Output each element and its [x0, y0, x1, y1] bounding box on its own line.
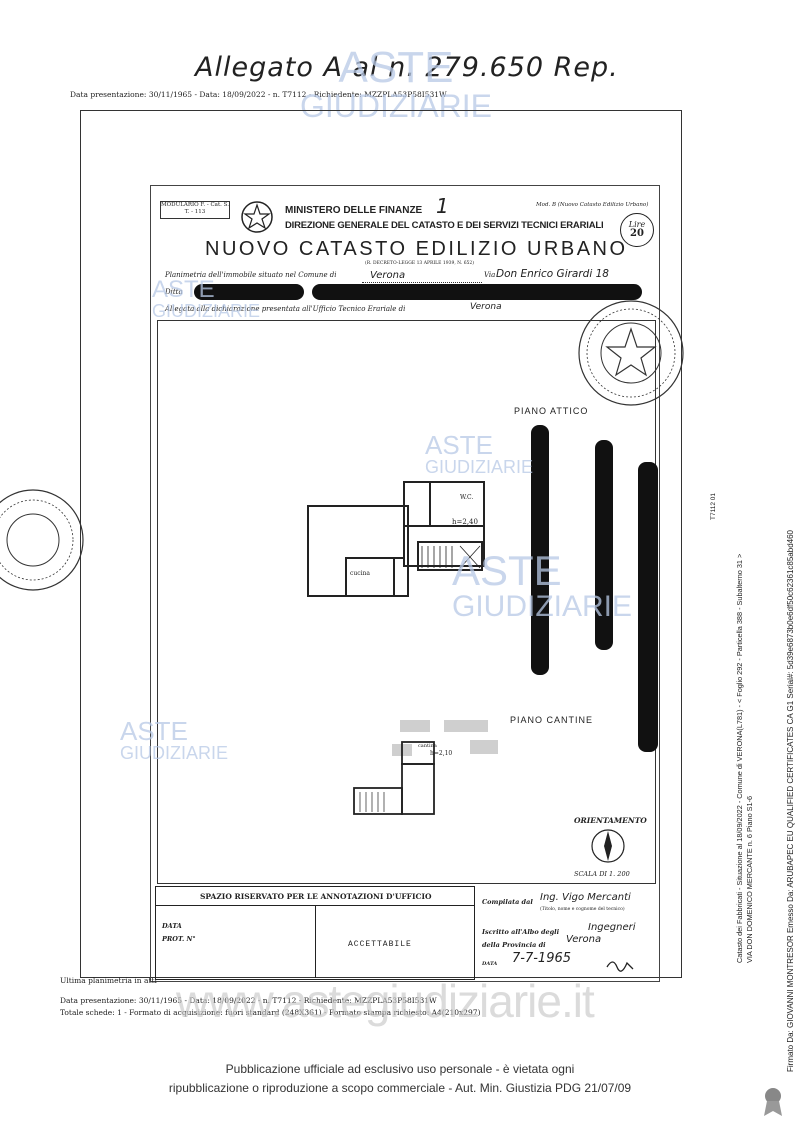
cantine-floorplan: [353, 741, 435, 815]
watermark-line1: ASTE: [152, 276, 215, 303]
modulario-text: MODULARIO F. - Cat. S. T. - 113: [161, 202, 229, 215]
watermark-center: ASTE GIUDIZIARIE: [425, 432, 533, 476]
watermark-left: ASTE GIUDIZIARIE: [120, 718, 228, 762]
office-annotations-box: [155, 886, 475, 980]
blur-redaction-2: [444, 720, 488, 732]
comune-field-line: [362, 282, 482, 283]
redaction-ditta-2: [312, 284, 642, 300]
watermark-line2: GIUDIZIARIE: [452, 590, 633, 623]
watermark-line2: GIUDIZIARIE: [300, 88, 493, 124]
catasto-side-text: Catasto dei Fabbricati - Situazione al 1…: [735, 423, 755, 963]
watermark-line2: GIUDIZIARIE: [425, 457, 534, 477]
redaction-vertical-3: [638, 462, 658, 752]
piano-attico-label: PIANO ATTICO: [514, 406, 589, 416]
ditta-label: Ditta: [165, 288, 183, 296]
piano-cantine-label: PIANO CANTINE: [510, 715, 594, 725]
watermark-site: www.astegiudiziarie.it: [176, 975, 595, 1027]
watermark-form: ASTE GIUDIZIARIE: [152, 276, 261, 321]
attico-floorplan: [307, 481, 485, 597]
cantina-height-label: h=2,10: [430, 750, 453, 757]
ministry-title: MINISTERO DELLE FINANZE: [285, 205, 423, 216]
via-label: Via: [484, 271, 496, 279]
cucina-label: cucina: [350, 570, 370, 577]
orientamento-label: ORIENTAMENTO: [574, 816, 647, 825]
watermark-center-large: ASTE GIUDIZIARIE: [452, 550, 632, 622]
planimetry-label: Planimetria dell'immobile situato nel Co…: [165, 271, 337, 279]
provincia-value: Verona: [566, 934, 602, 945]
watermark-line1: ASTE: [338, 43, 454, 92]
badge-icon: [762, 1086, 784, 1118]
totale-schede: Totale schede: 1 - Formato di acquisizio…: [60, 1008, 481, 1017]
iscritto-label: Iscritto all'Albo degli: [482, 928, 560, 936]
watermark-line2: GIUDIZIARIE: [152, 301, 261, 321]
watermark-line1: ASTE: [120, 716, 188, 746]
form-sheet: [150, 185, 660, 982]
office-data-label: DATA: [162, 922, 182, 930]
comune-value: Verona: [370, 270, 406, 281]
office-prot-label: PROT. N°: [162, 935, 196, 943]
firmato-side-text: Firmato Da: GIOVANNI MONTRESOR Emesso Da…: [786, 529, 795, 1072]
stamp-lire: Lire: [628, 220, 646, 229]
directorate-title: DIREZIONE GENERALE DEL CATASTO E DEI SER…: [285, 220, 604, 231]
catasto-side-line1: Catasto dei Fabbricati - Situazione al 1…: [735, 553, 744, 963]
handwritten-annotation: Allegato A al n. 279.650 Rep.: [195, 52, 619, 83]
ufficio-value: Verona: [470, 302, 502, 312]
provincia-label: della Provincia di: [482, 941, 546, 949]
data-value: 7-7-1965: [512, 951, 572, 966]
emblem-icon: [239, 200, 275, 234]
decree-text: (R. DECRETO-LEGGE 13 APRILE 1939, N. 652…: [365, 261, 475, 266]
presentation-line-top: Data presentazione: 30/11/1965 - Data: 1…: [70, 90, 447, 99]
footer-line1: Pubblicazione ufficiale ad esclusivo uso…: [225, 1062, 575, 1076]
data-value-label: DATA: [482, 961, 498, 967]
compilata-label: Compilata dal: [482, 898, 533, 906]
watermark-top: ASTE GIUDIZIARIE: [300, 43, 493, 124]
attico-height-label: h=2,40: [452, 518, 478, 526]
mod-b-label: Mod. B (Nuovo Catasto Edilizio Urbano): [536, 202, 649, 208]
compass-icon: [590, 828, 626, 864]
accettabile-stamp: ACCETTABILE: [348, 940, 412, 949]
redaction-vertical-2: [595, 440, 613, 650]
ultima-planimetria: Ultima planimetria in atti: [60, 976, 157, 985]
signature-icon: [605, 955, 635, 973]
allegata-label: Allegata alla dichiarazione presentata a…: [165, 305, 406, 313]
office-col-divider: [315, 905, 316, 978]
presentation-line-bottom: Data presentazione: 30/11/1965 - Data: 1…: [60, 996, 437, 1005]
footer-notice: Pubblicazione ufficiale ad esclusivo uso…: [0, 1060, 800, 1098]
seal-stamp-icon: [575, 297, 687, 409]
revenue-stamp: Lire 20: [620, 213, 654, 247]
cantina-label: cantina: [418, 743, 437, 749]
page-number-handwritten: 1: [436, 194, 449, 218]
office-header: SPAZIO RISERVATO PER LE ANNOTAZIONI D'UF…: [200, 892, 432, 901]
via-value: Don Enrico Girardi 18: [496, 268, 609, 280]
scala-label: SCALA DI 1. 200: [574, 870, 630, 878]
footer-line2: ripubblicazione o riproduzione a scopo c…: [168, 1081, 632, 1095]
modulario-box: MODULARIO F. - Cat. S. T. - 113: [160, 201, 230, 219]
watermark-line2: GIUDIZIARIE: [120, 743, 229, 763]
redaction-vertical-1: [531, 425, 549, 675]
catasto-side-line2: VIA DON DOMENICO MERCANTE n. 6 Piano S1-…: [745, 795, 754, 963]
watermark-line1: ASTE: [425, 430, 493, 460]
iscritto-value: Ingegneri: [588, 922, 636, 933]
side-code: T7112 01: [710, 493, 717, 520]
wc-label: W.C.: [460, 494, 474, 501]
main-title: NUOVO CATASTO EDILIZIO URBANO: [205, 238, 628, 260]
outer-frame: [80, 110, 682, 978]
watermark-line1: ASTE: [452, 547, 562, 594]
stamp-amount: 20: [630, 228, 644, 239]
redaction-ditta-1: [194, 284, 304, 300]
blur-redaction-1: [400, 720, 430, 732]
compilata-value: Ing. Vigo Mercanti: [540, 892, 631, 903]
compilata-sub: (Titolo, nome e cognome del tecnico): [540, 907, 625, 912]
seal-stamp-left-icon: [0, 485, 88, 595]
blur-redaction-4: [470, 740, 498, 754]
